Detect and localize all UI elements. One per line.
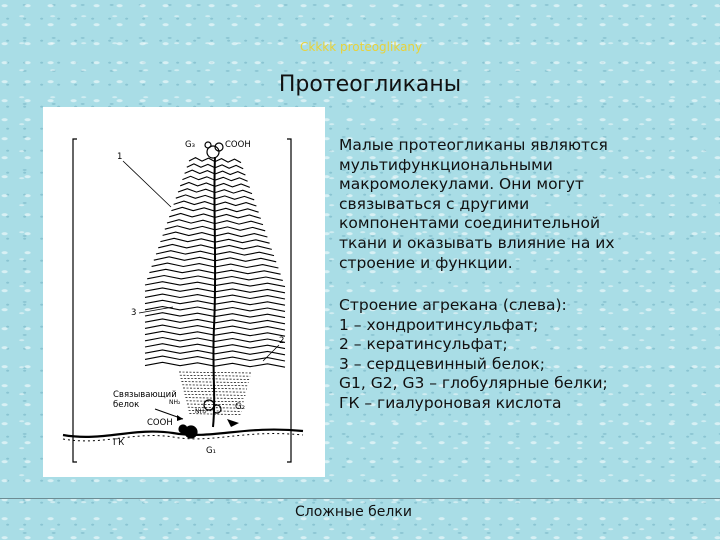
- ks-chain: [188, 410, 242, 412]
- cs-chain: [144, 324, 286, 331]
- structure-block: Строение агрекана (слева): 1 – хондроити…: [339, 296, 629, 414]
- right-bracket: [287, 138, 292, 463]
- hyaluronic-acid-texture: [62, 433, 304, 442]
- label-2: 2: [279, 336, 284, 346]
- intro-paragraph: Малые протеогликаны являются мультифункц…: [339, 136, 615, 272]
- ks-chain: [181, 381, 249, 383]
- header-note: Ckkkk proteoglikany: [300, 40, 423, 54]
- core-protein: [212, 156, 217, 428]
- g2-globule: [203, 399, 222, 414]
- aggrecan-diagram: 1 2 3 G₃ COOH G₂ G₁ ГК Связывающий белок…: [43, 107, 325, 477]
- legend-item-4: G1, G2, G3 – глобулярные белки;: [339, 374, 608, 393]
- legend-item-3: 3 – сердцевинный белок;: [339, 354, 545, 373]
- g1-globule: [178, 424, 198, 439]
- pointer-1: [122, 160, 172, 208]
- pointer-3: [138, 306, 174, 314]
- label-g1: G₁: [206, 446, 216, 456]
- structure-heading: Строение агрекана (слева):: [339, 296, 567, 314]
- ks-chain: [180, 378, 250, 380]
- legend-item-1: 1 – хондроитинсульфат;: [339, 315, 539, 334]
- label-nh2-a: NH₂: [169, 399, 181, 406]
- label-binding-line2: белок: [113, 400, 139, 410]
- g3-globule: [204, 141, 224, 159]
- cs-chain: [144, 336, 286, 343]
- footer-divider: [0, 498, 720, 499]
- cs-chain: [144, 355, 286, 362]
- legend-item-5: ГК – гиалуроновая кислота: [339, 393, 562, 412]
- label-nh2-b: NH₂: [195, 408, 207, 415]
- legend-item-2: 2 – кератинсульфат;: [339, 335, 508, 354]
- footer-text: Сложные белки: [295, 504, 412, 520]
- left-bracket: [72, 138, 77, 463]
- label-1: 1: [117, 152, 122, 162]
- label-g2: G₂: [235, 402, 245, 412]
- label-gk: ГК: [113, 438, 124, 448]
- ks-chain: [189, 413, 241, 415]
- g2-arrowhead: [227, 419, 239, 427]
- ks-chain: [179, 374, 251, 377]
- ks-chain: [182, 384, 248, 387]
- ks-chain: [178, 371, 252, 374]
- label-g3: G₃: [185, 140, 195, 150]
- pointer-2: [262, 344, 280, 362]
- cs-chain: [144, 330, 286, 337]
- cs-chain: [144, 349, 286, 356]
- cs-chain: [144, 361, 286, 368]
- binding-arrowhead: [177, 415, 183, 421]
- label-3: 3: [131, 308, 136, 318]
- aggrecan-svg: 1 2 3 G₃ COOH G₂ G₁ ГК Связывающий белок…: [62, 138, 304, 463]
- hyaluronic-acid: [62, 428, 304, 438]
- ks-chain: [184, 394, 246, 396]
- label-cooh-bottom: COOH: [147, 418, 173, 428]
- label-cooh-top: COOH: [225, 140, 251, 150]
- slide-title: Протеогликаны: [278, 72, 462, 97]
- cs-chain: [144, 343, 286, 350]
- label-binding-line1: Связывающий: [113, 390, 177, 400]
